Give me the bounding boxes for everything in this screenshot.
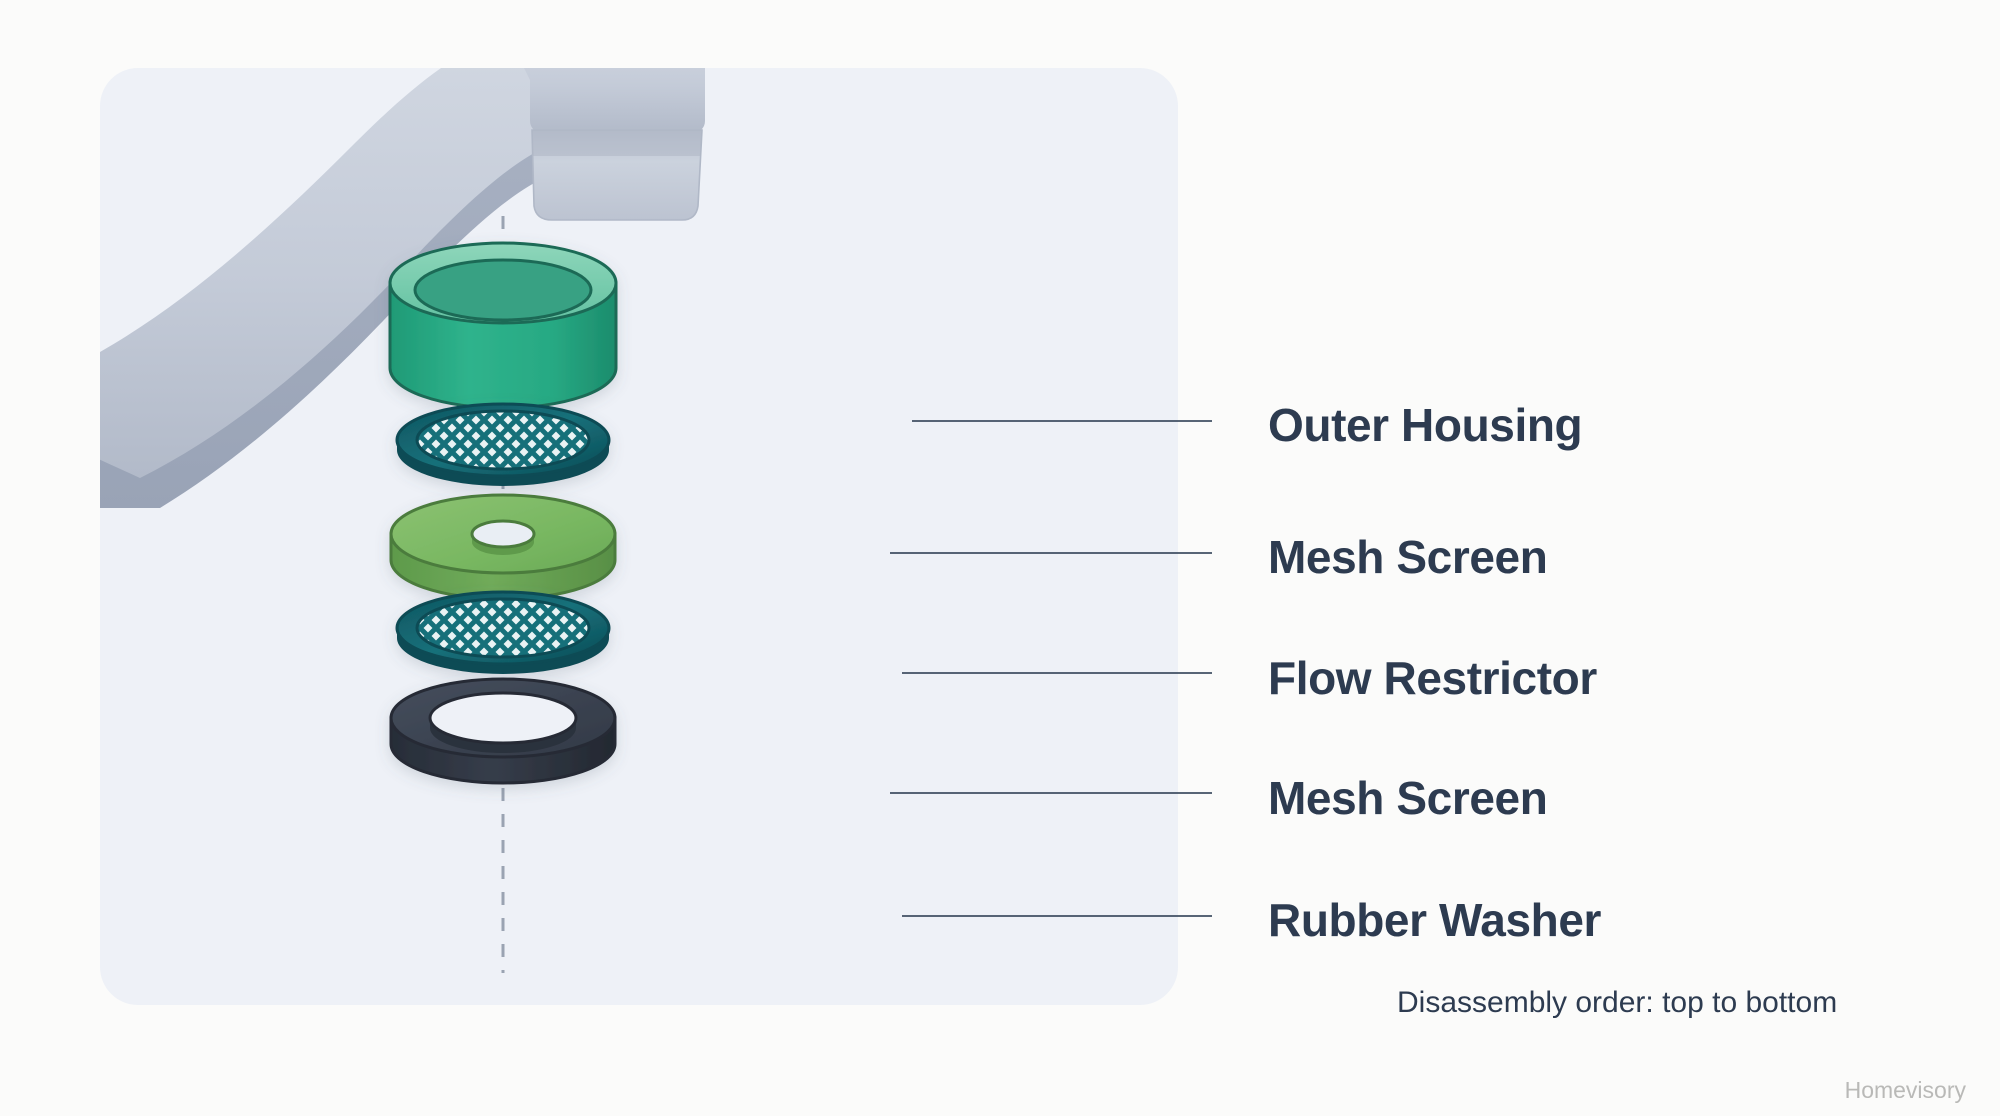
label-flow-restrictor: Flow Restrictor [1268, 652, 1597, 704]
part-flow-restrictor [389, 493, 617, 601]
leader-line-flow-restrictor [902, 672, 1212, 674]
part-mesh-screen-upper [395, 402, 611, 486]
exploded-view-illustration [100, 68, 705, 973]
leader-line-mesh-screen-2 [890, 792, 1212, 794]
part-rubber-washer [389, 677, 617, 785]
disassembly-order-caption: Disassembly order: top to bottom [1397, 986, 1838, 1019]
label-mesh-screen-1: Mesh Screen [1268, 531, 1548, 583]
label-rubber-washer: Rubber Washer [1268, 894, 1602, 946]
leader-line-rubber-washer [902, 915, 1212, 917]
label-mesh-screen-2: Mesh Screen [1268, 772, 1548, 824]
illustration-panel [100, 68, 1178, 1005]
part-outer-housing [388, 241, 618, 410]
part-mesh-screen-lower [395, 590, 611, 674]
label-outer-housing: Outer Housing [1268, 399, 1583, 451]
watermark: Homevisory [1844, 1077, 1966, 1103]
leader-line-mesh-screen-1 [890, 552, 1212, 554]
leader-line-outer-housing [912, 420, 1212, 422]
